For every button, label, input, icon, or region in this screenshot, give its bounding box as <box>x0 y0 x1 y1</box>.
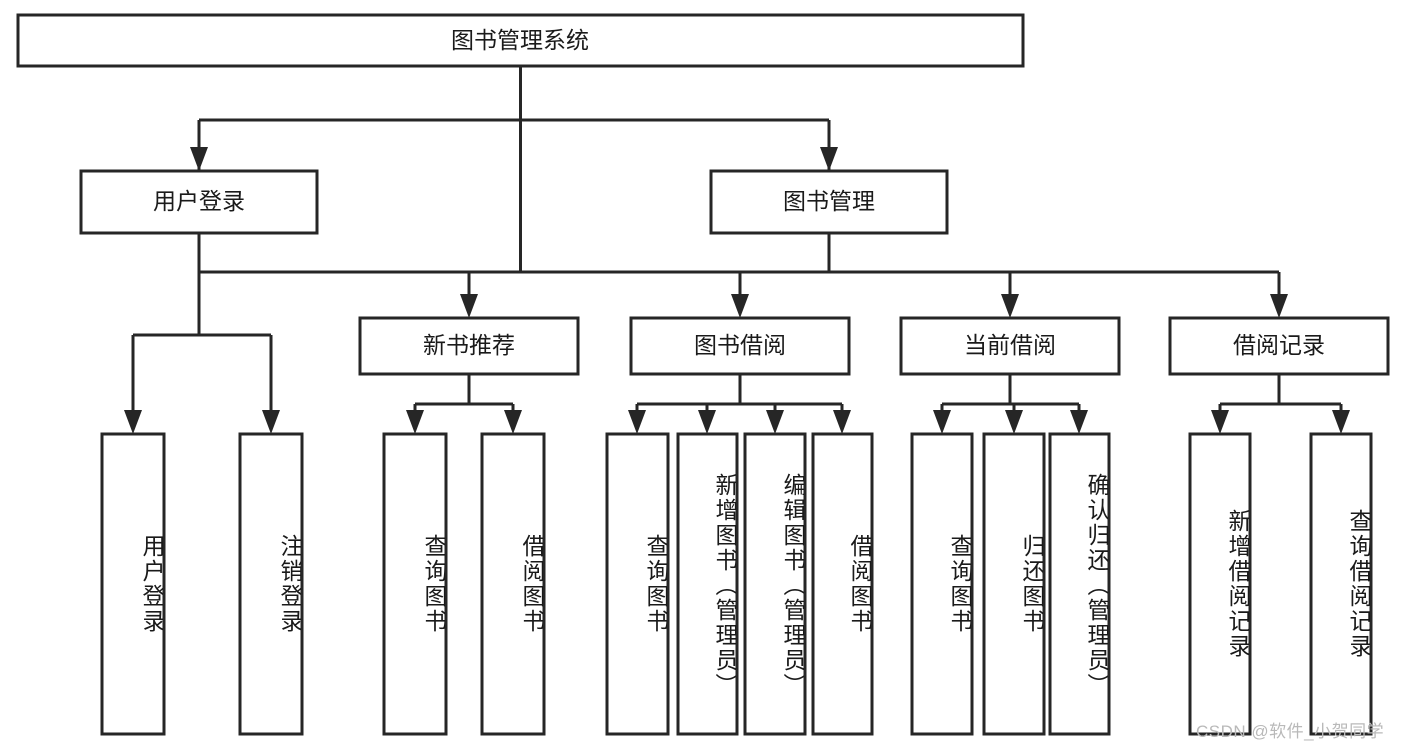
node-user-login-label: 用户登录 <box>153 188 245 214</box>
node-borrow-record-label: 借阅记录 <box>1233 332 1325 358</box>
leaf-borrow-borrow-book-label: 借阅图书 <box>847 534 871 634</box>
arrow-to-leaf-b-borrow <box>833 410 851 434</box>
leaf-new-query-book[interactable]: 查询图书 <box>382 432 448 736</box>
node-layer-leaves: 用户登录 注销登录 查询图书 <box>100 432 1373 736</box>
arrow-to-leaf-r-query <box>1332 410 1350 434</box>
arrow-to-leaf-user-logout <box>262 410 280 434</box>
leaf-current-query-book-label: 查询图书 <box>947 534 971 634</box>
leaf-current-return-book-label: 归还图书 <box>1019 534 1043 634</box>
node-root[interactable]: 图书管理系统 <box>16 13 1025 68</box>
node-borrow-record[interactable]: 借阅记录 <box>1168 316 1390 376</box>
leaf-new-query-book-label: 查询图书 <box>421 534 445 634</box>
arrow-to-leaf-b-add <box>698 410 716 434</box>
leaf-borrow-borrow-book[interactable]: 借阅图书 <box>811 432 874 736</box>
arrow-to-leaf-c-return <box>1005 410 1023 434</box>
arrow-to-leaf-b-edit <box>766 410 784 434</box>
leaf-borrow-query-book[interactable]: 查询图书 <box>605 432 670 736</box>
leaf-borrow-edit-book-label: 编辑图书（管理员） <box>780 472 804 698</box>
leaf-new-borrow-book-label: 借阅图书 <box>519 534 543 634</box>
arrow-to-current-borrow <box>1001 294 1019 318</box>
arrow-to-user-login-box <box>190 147 208 171</box>
node-new-book-recommend[interactable]: 新书推荐 <box>358 316 580 376</box>
leaf-current-confirm-return-label: 确认归还（管理员） <box>1084 472 1108 698</box>
arrow-to-borrow-record <box>1270 294 1288 318</box>
csdn-watermark: CSDN @软件_小贺同学 <box>1196 722 1385 741</box>
leaf-user-logout[interactable]: 注销登录 <box>238 432 304 736</box>
leaf-borrow-query-book-label: 查询图书 <box>643 534 667 634</box>
leaf-borrow-add-book[interactable]: 新增图书（管理员） <box>676 432 739 736</box>
node-user-login[interactable]: 用户登录 <box>79 169 319 235</box>
arrow-to-book-manage-box <box>820 147 838 171</box>
arrow-to-leaf-new-query <box>406 410 424 434</box>
node-book-borrow[interactable]: 图书借阅 <box>629 316 851 376</box>
node-layer-horizontal: 图书管理系统 用户登录 图书管理 新书推荐 图书借阅 当前借阅 <box>16 13 1390 376</box>
arrow-to-leaf-r-add <box>1211 410 1229 434</box>
arrow-to-leaf-b-query <box>628 410 646 434</box>
arrow-to-leaf-c-confirm <box>1070 410 1088 434</box>
node-book-management-label: 图书管理 <box>783 188 875 214</box>
arrow-to-new-book <box>460 294 478 318</box>
leaf-borrow-edit-book[interactable]: 编辑图书（管理员） <box>743 432 807 736</box>
leaf-current-return-book[interactable]: 归还图书 <box>982 432 1046 736</box>
node-current-borrow[interactable]: 当前借阅 <box>899 316 1121 376</box>
leaf-current-confirm-return[interactable]: 确认归还（管理员） <box>1048 432 1111 736</box>
arrow-to-leaf-new-borrow <box>504 410 522 434</box>
leaf-user-login-label: 用户登录 <box>139 534 163 634</box>
leaf-user-login[interactable]: 用户登录 <box>100 432 166 736</box>
leaf-current-query-book[interactable]: 查询图书 <box>910 432 974 736</box>
node-new-book-recommend-label: 新书推荐 <box>423 332 515 358</box>
arrow-to-leaf-c-query <box>933 410 951 434</box>
leaf-new-borrow-book[interactable]: 借阅图书 <box>480 432 546 736</box>
leaf-borrow-add-book-label: 新增图书（管理员） <box>712 472 736 698</box>
node-book-management[interactable]: 图书管理 <box>709 169 949 235</box>
node-root-label: 图书管理系统 <box>451 27 589 53</box>
leaf-record-query[interactable]: 查询借阅记录 <box>1309 432 1373 736</box>
node-current-borrow-label: 当前借阅 <box>964 332 1056 358</box>
leaf-record-query-label: 查询借阅记录 <box>1346 509 1370 659</box>
arrow-to-book-borrow <box>731 294 749 318</box>
arrow-to-leaf-user-login <box>124 410 142 434</box>
connector-layer <box>124 66 1350 434</box>
leaf-record-add-label: 新增借阅记录 <box>1225 509 1249 659</box>
leaf-record-add[interactable]: 新增借阅记录 <box>1188 432 1252 736</box>
node-book-borrow-label: 图书借阅 <box>694 332 786 358</box>
leaf-user-logout-label: 注销登录 <box>277 534 301 634</box>
